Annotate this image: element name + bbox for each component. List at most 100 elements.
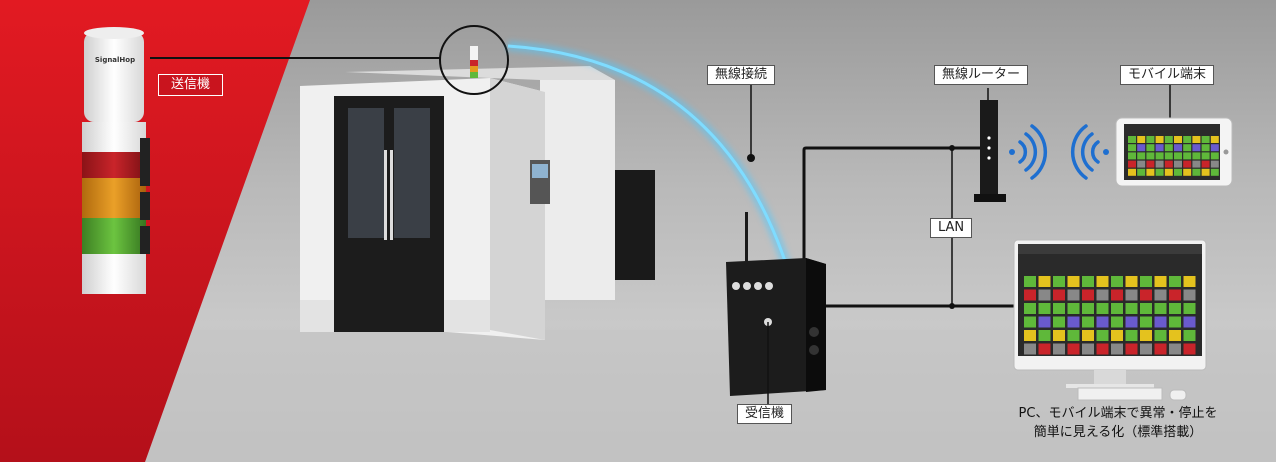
- transmitter-label: 送信機: [158, 74, 224, 96]
- status-cell: [1128, 152, 1136, 160]
- status-cell: [1146, 160, 1155, 168]
- status-cell: [1024, 330, 1036, 341]
- status-cell: [1169, 316, 1181, 328]
- status-cell: [1164, 152, 1173, 160]
- status-cell: [1192, 136, 1201, 143]
- status-cell: [1111, 316, 1123, 328]
- router-image: [974, 100, 1006, 202]
- status-cell: [1183, 343, 1196, 355]
- status-cell: [1154, 316, 1167, 328]
- status-cell: [1128, 168, 1136, 176]
- status-cell: [1053, 343, 1065, 355]
- status-cell: [1164, 160, 1173, 168]
- status-cell: [1169, 289, 1181, 301]
- status-cell: [1155, 168, 1164, 176]
- status-cell: [1067, 330, 1080, 341]
- status-cell: [1210, 144, 1219, 152]
- status-cell: [1111, 330, 1123, 341]
- status-cell: [1096, 303, 1109, 314]
- status-cell: [1024, 289, 1036, 301]
- wireless-connection-label: 無線接続: [707, 65, 776, 85]
- status-cell: [1082, 289, 1094, 301]
- status-cell: [1053, 289, 1065, 301]
- status-cell: [1183, 330, 1196, 341]
- status-cell: [1038, 316, 1051, 328]
- caption-line-2: 簡単に見える化（標準搭載）: [1033, 425, 1203, 440]
- status-cell: [1174, 160, 1182, 168]
- status-cell: [1154, 289, 1167, 301]
- signal-tower-image: [82, 27, 150, 294]
- machine-image: [150, 25, 655, 340]
- caption-line-1: PC、モバイル端末で異常・停止を: [1018, 406, 1218, 421]
- status-cell: [1082, 343, 1094, 355]
- tower-logo: SignalHop: [94, 56, 136, 64]
- status-cell: [1096, 343, 1109, 355]
- status-cell: [1128, 160, 1136, 168]
- status-cell: [1201, 168, 1210, 176]
- status-cell: [1183, 160, 1192, 168]
- status-cell: [1067, 316, 1080, 328]
- status-cell: [1038, 276, 1051, 287]
- lan-label: LAN: [930, 218, 973, 238]
- status-cell: [1024, 303, 1036, 314]
- status-cell: [1111, 343, 1123, 355]
- status-cell: [1140, 343, 1152, 355]
- status-cell: [1082, 276, 1094, 287]
- status-cell: [1053, 316, 1065, 328]
- status-cell: [1146, 168, 1155, 176]
- status-cell: [1164, 136, 1173, 143]
- status-cell: [1183, 144, 1192, 152]
- status-cell: [1146, 144, 1155, 152]
- tablet-image: [1115, 117, 1233, 187]
- status-cell: [1183, 136, 1192, 143]
- status-cell: [1053, 330, 1065, 341]
- status-cell: [1111, 303, 1123, 314]
- status-cell: [1137, 136, 1146, 143]
- wifi-icon: [1009, 124, 1109, 180]
- status-cell: [1140, 289, 1152, 301]
- status-cell: [1128, 144, 1136, 152]
- wireless-link: [507, 41, 793, 272]
- status-cell: [1169, 343, 1181, 355]
- receiver-label: 受信機: [737, 404, 793, 424]
- status-cell: [1154, 303, 1167, 314]
- status-cell: [1125, 316, 1138, 328]
- status-cell: [1067, 289, 1080, 301]
- router-label: 無線ルーター: [934, 65, 1029, 85]
- status-cell: [1155, 160, 1164, 168]
- status-cell: [1024, 316, 1036, 328]
- status-cell: [1096, 330, 1109, 341]
- status-cell: [1096, 276, 1109, 287]
- status-cell: [1140, 303, 1152, 314]
- status-cell: [1125, 276, 1138, 287]
- status-cell: [1137, 144, 1146, 152]
- status-cell: [1154, 276, 1167, 287]
- caption: PC、モバイル端末で異常・停止を 簡単に見える化（標準搭載）: [1000, 404, 1236, 442]
- status-cell: [1192, 160, 1201, 168]
- status-cell: [1183, 276, 1196, 287]
- status-cell: [1053, 303, 1065, 314]
- status-cell: [1183, 289, 1196, 301]
- status-cell: [1183, 152, 1192, 160]
- status-cell: [1137, 152, 1146, 160]
- status-cell: [1192, 152, 1201, 160]
- mobile-terminal-label: モバイル端末: [1120, 65, 1215, 85]
- status-cell: [1082, 330, 1094, 341]
- status-cell: [1192, 168, 1201, 176]
- red-panel: [0, 0, 310, 462]
- status-cell: [1038, 330, 1051, 341]
- status-cell: [1125, 343, 1138, 355]
- status-cell: [1210, 136, 1219, 143]
- status-cell: [1201, 152, 1210, 160]
- status-cell: [1111, 289, 1123, 301]
- status-cell: [1140, 330, 1152, 341]
- status-cell: [1137, 160, 1146, 168]
- status-cell: [1174, 168, 1182, 176]
- status-cell: [1210, 160, 1219, 168]
- status-cell: [1174, 152, 1182, 160]
- status-cell: [1192, 144, 1201, 152]
- status-cell: [1183, 168, 1192, 176]
- status-cell: [1067, 276, 1080, 287]
